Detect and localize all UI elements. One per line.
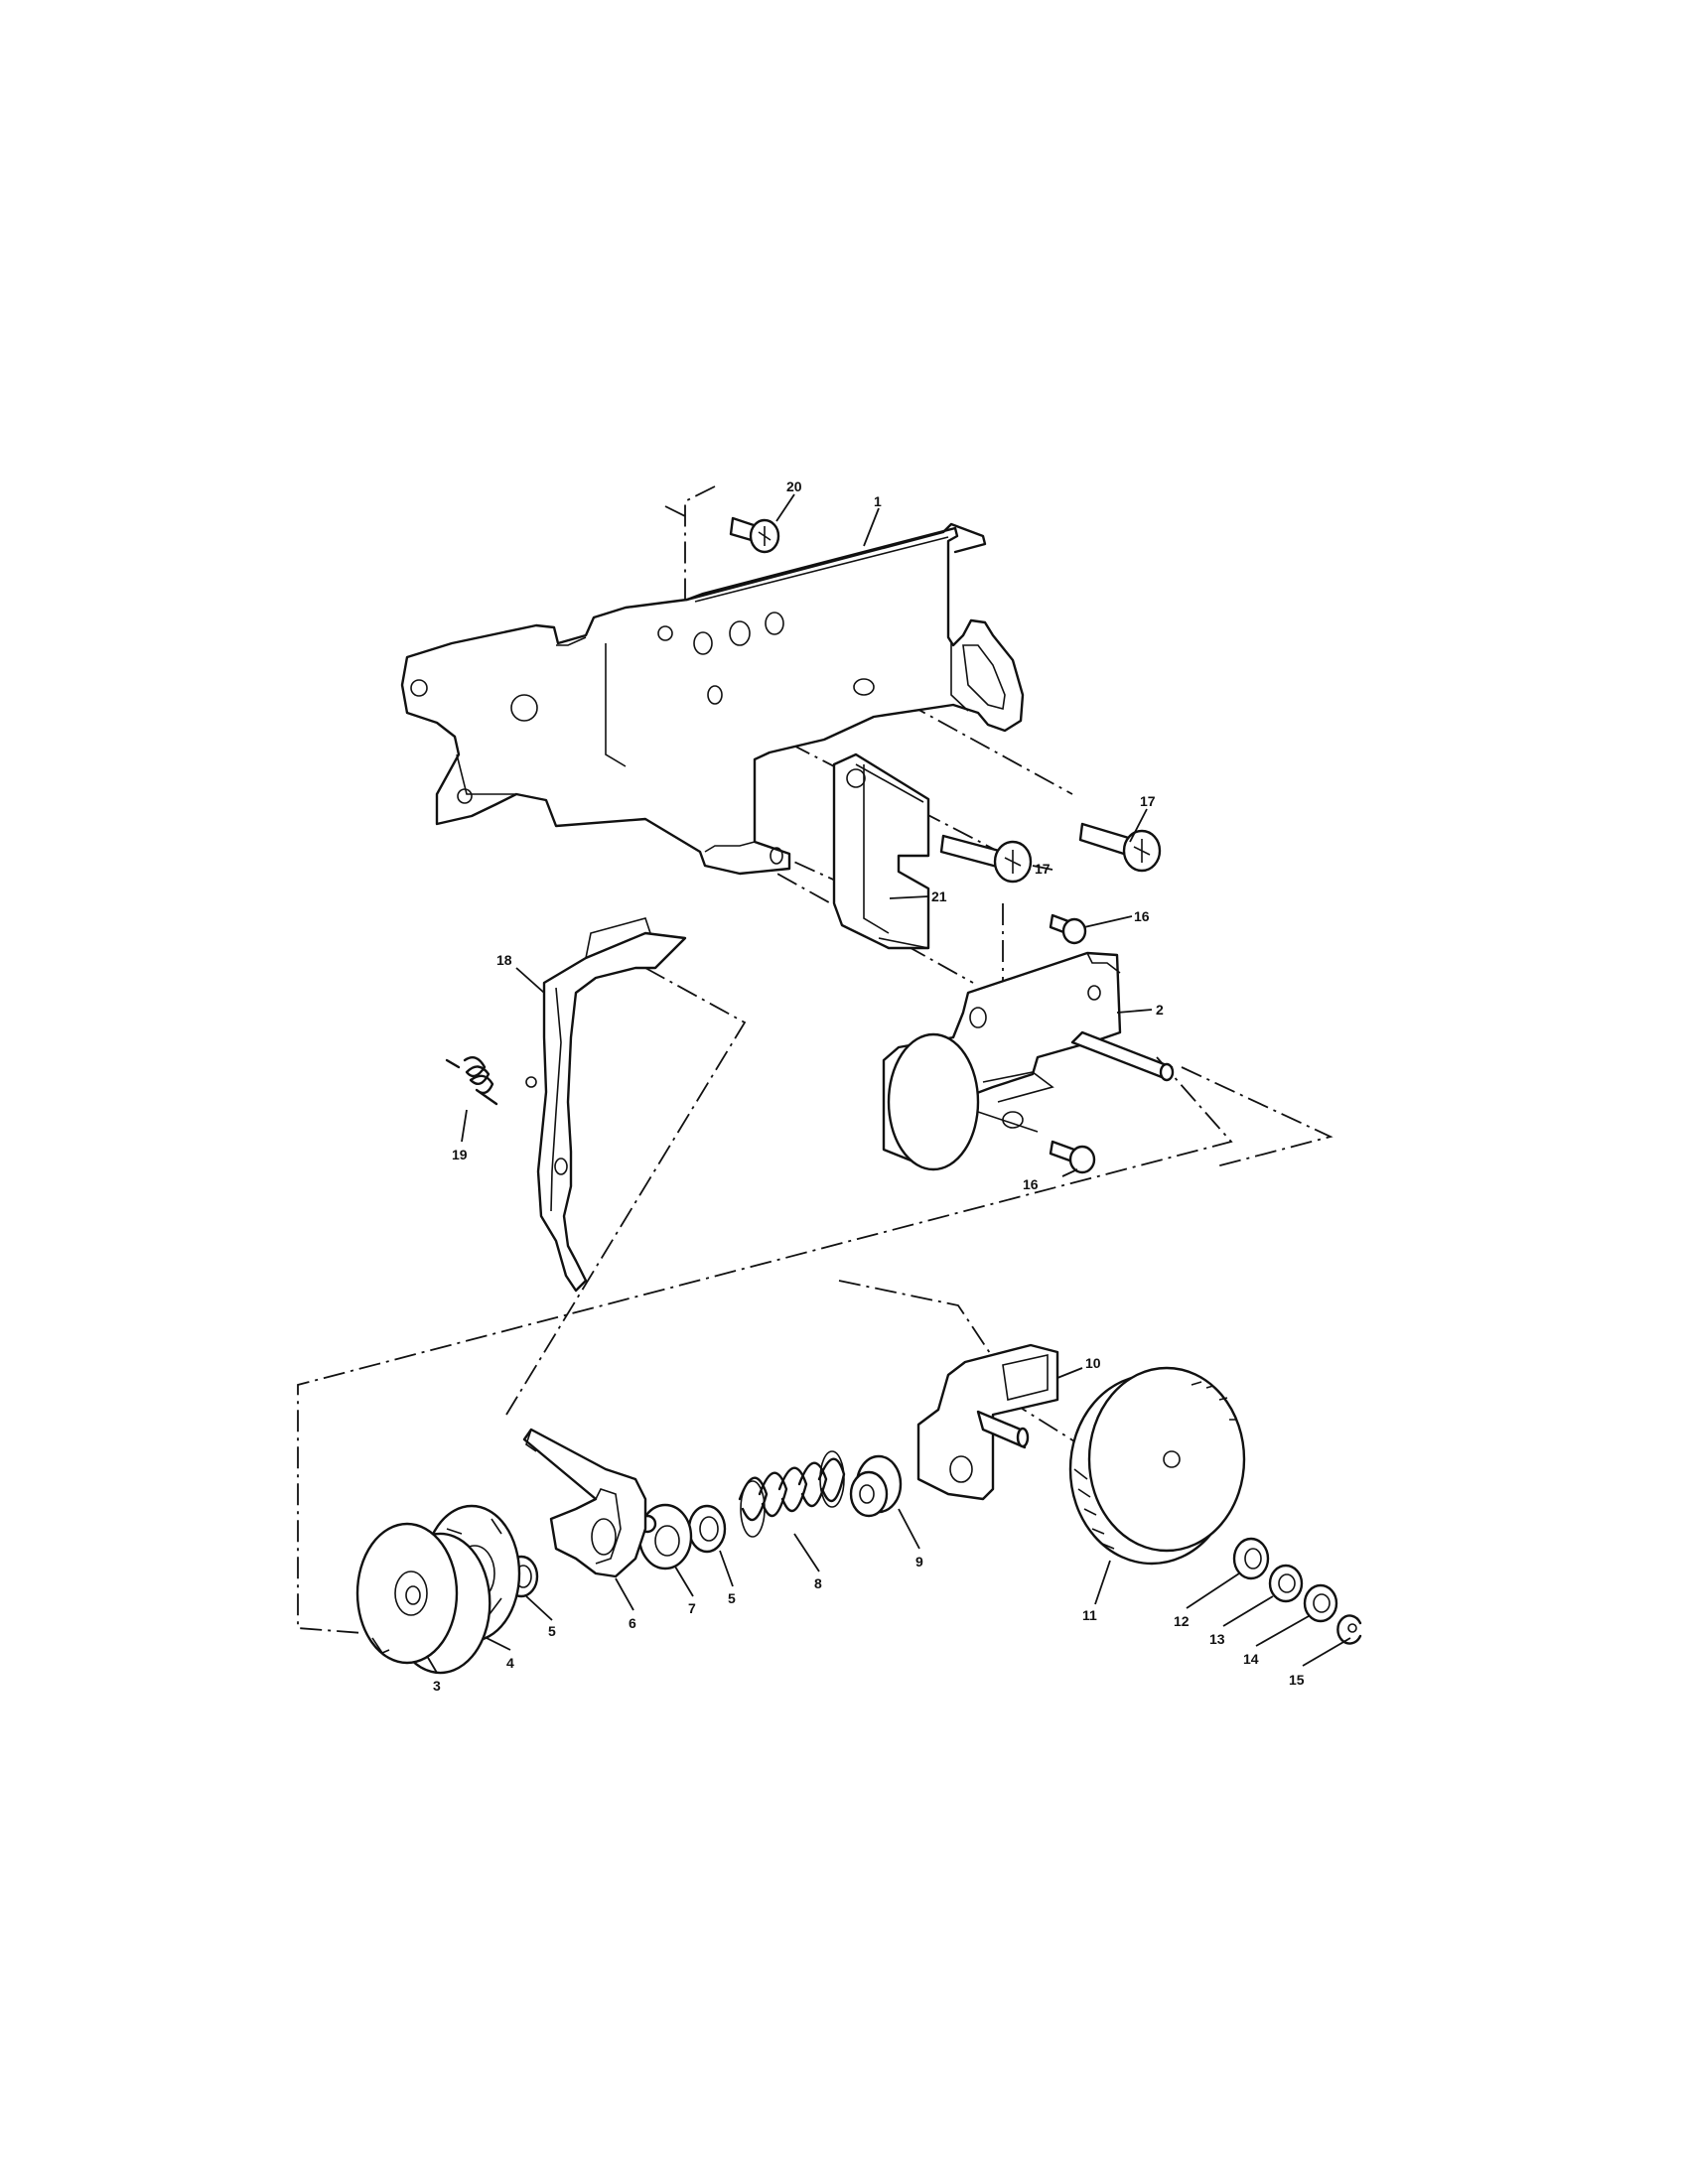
part-19-spring [445,1056,498,1106]
part-13-washer [1268,1564,1304,1603]
callout-19: 19 [452,1147,468,1162]
callout-2: 2 [1156,1002,1164,1018]
part-10-bracket [916,1343,1059,1501]
part-5-washer-a [687,1504,727,1554]
leader-lines [426,493,1351,1674]
callout-4: 4 [506,1655,514,1671]
callout-9: 9 [915,1554,923,1570]
callout-13: 13 [1209,1631,1225,1647]
part-15-e-ring [1336,1614,1362,1645]
part-17-screw-a [939,834,1033,884]
callout-labels: 20 1 17 17 16 21 2 18 19 16 10 11 12 13 … [433,478,1305,1694]
part-12-washer [1232,1537,1270,1580]
callout-18: 18 [496,952,512,968]
part-3-disc [355,1522,491,1675]
callout-6: 6 [629,1615,636,1631]
callout-17b: 17 [1035,861,1051,877]
callout-3: 3 [433,1678,441,1694]
callout-21: 21 [931,888,947,904]
callout-1: 1 [874,493,882,509]
part-17-screw-b [1078,822,1162,873]
part-6-arm [522,1428,647,1578]
part-20-screw [729,516,780,554]
part-9-collar [849,1454,903,1518]
callout-12: 12 [1174,1613,1190,1629]
part-11-wheel [1068,1366,1246,1566]
part-2-subassembly [882,951,1175,1171]
part-7-cam [637,1503,693,1570]
callout-11: 11 [1082,1607,1097,1623]
part-18-lever [525,917,687,1293]
callout-17a: 17 [1140,793,1156,809]
callout-10: 10 [1085,1355,1101,1371]
callout-7: 7 [688,1600,696,1616]
part-21-plate [832,752,930,950]
part-16-screw-a [1049,913,1087,945]
part-16-screw-b [1049,1140,1096,1174]
callout-16b: 16 [1023,1176,1039,1192]
callout-14: 14 [1243,1651,1259,1667]
callout-20: 20 [786,478,802,494]
callout-15: 15 [1289,1672,1305,1688]
callout-8: 8 [814,1575,822,1591]
callout-5a: 5 [728,1590,736,1606]
callout-5b: 5 [548,1623,556,1639]
part-1-main-bracket [400,522,1025,876]
part-8-spring [738,1450,846,1538]
callout-16a: 16 [1134,908,1150,924]
part-14-washer [1303,1583,1338,1623]
